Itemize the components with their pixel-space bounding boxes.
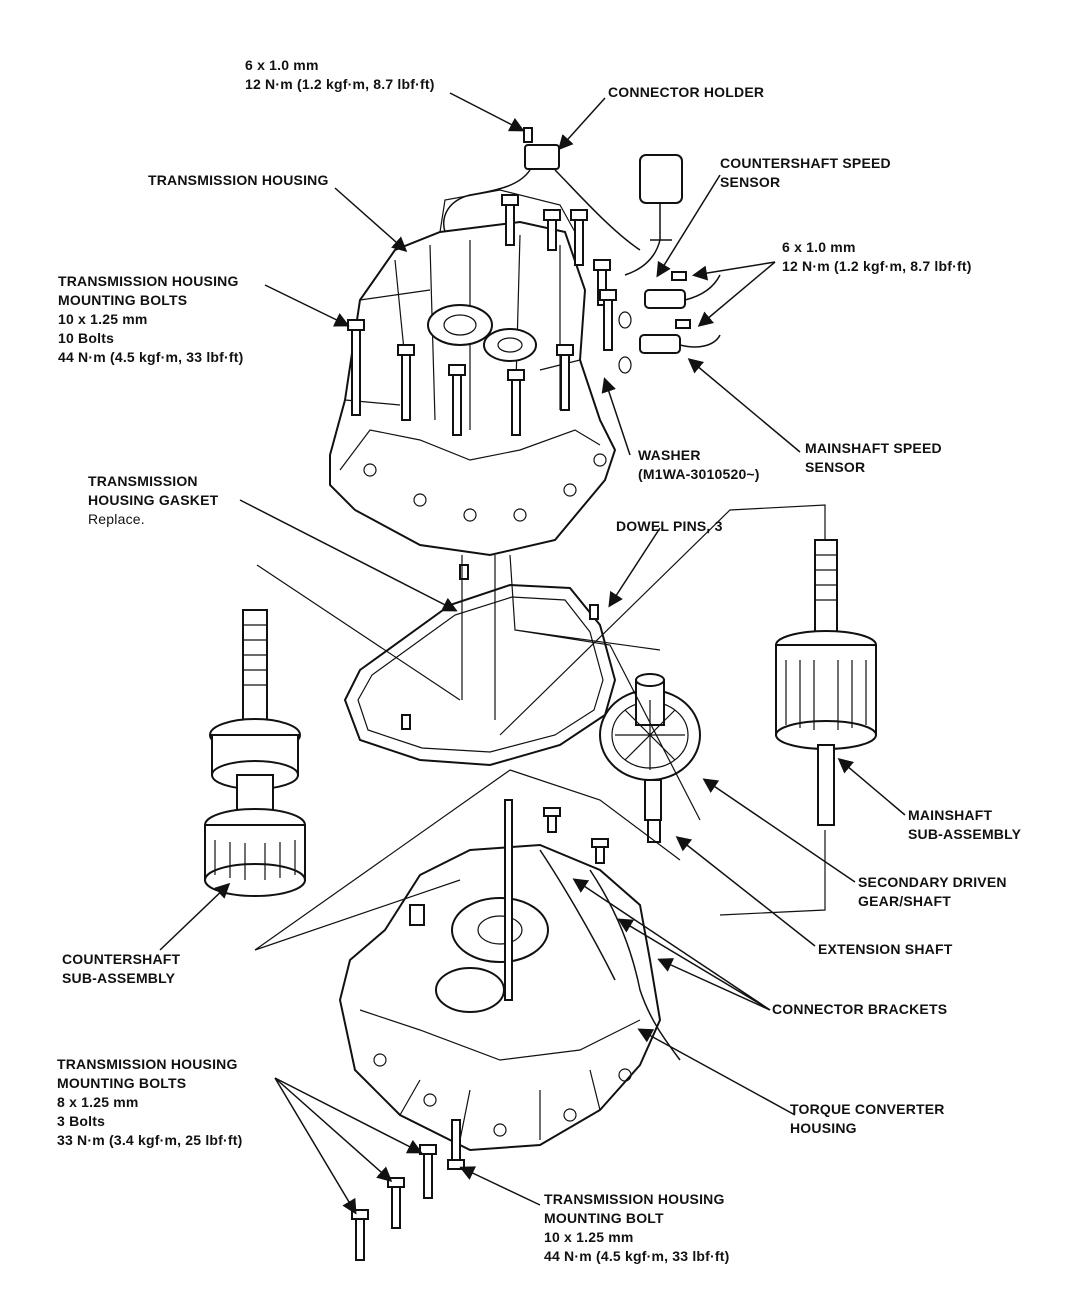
countershaft-speed-sensor	[618, 154, 721, 374]
label-sensor-bolt-spec: 6 x 1.0 mm 12 N·m (1.2 kgf·m, 8.7 lbf·ft…	[782, 239, 972, 274]
label-secondary-driven-gear: SECONDARY DRIVEN GEAR/SHAFT	[858, 874, 1007, 909]
label-top-bolt-spec: 6 x 1.0 mm 12 N·m (1.2 kgf·m, 8.7 lbf·ft…	[245, 57, 435, 92]
connector-holder	[443, 127, 641, 251]
label-washer: WASHER (M1WA-3010520~)	[638, 447, 760, 482]
transmission-housing-gasket	[343, 564, 617, 767]
secondary-driven-gear-shaft	[599, 673, 701, 843]
label-housing-gasket: TRANSMISSION HOUSING GASKET Replace.	[88, 473, 219, 527]
connector-bracket-bolts	[543, 807, 609, 864]
label-extension-shaft: EXTENSION SHAFT	[818, 941, 953, 957]
leader-lines	[159, 92, 906, 1215]
transmission-housing	[329, 189, 617, 557]
torque-converter-housing	[338, 843, 681, 1152]
gasket-replace-note: Replace.	[88, 511, 145, 527]
alignment-lines	[254, 504, 826, 951]
lower-mounting-bolts	[351, 1119, 465, 1261]
label-connector-holder: CONNECTOR HOLDER	[608, 84, 765, 100]
label-housing-bolt-single: TRANSMISSION HOUSING MOUNTING BOLT 10 x …	[544, 1191, 730, 1264]
label-mainshaft-speed-sensor: MAINSHAFT SPEED SENSOR	[805, 440, 942, 475]
label-torque-converter-housing: TORQUE CONVERTER HOUSING	[790, 1101, 945, 1136]
mainshaft-sub-assembly	[775, 539, 877, 826]
extension-shaft	[504, 799, 513, 1001]
label-connector-brackets: CONNECTOR BRACKETS	[772, 1001, 948, 1017]
countershaft-sub-assembly	[204, 609, 306, 897]
label-housing-bolts-upper: TRANSMISSION HOUSING MOUNTING BOLTS 10 x…	[58, 273, 244, 365]
label-countershaft-speed-sensor: COUNTERSHAFT SPEED SENSOR	[720, 155, 891, 190]
label-dowel-pins: DOWEL PINS, 3	[616, 518, 723, 534]
upper-mounting-bolts	[347, 194, 617, 436]
label-mainshaft-sub-assembly: MAINSHAFT SUB-ASSEMBLY	[908, 807, 1022, 842]
label-housing-bolts-lower: TRANSMISSION HOUSING MOUNTING BOLTS 8 x …	[57, 1056, 243, 1148]
label-transmission-housing: TRANSMISSION HOUSING	[148, 172, 329, 188]
label-countershaft-sub-assembly: COUNTERSHAFT SUB-ASSEMBLY	[62, 951, 181, 986]
